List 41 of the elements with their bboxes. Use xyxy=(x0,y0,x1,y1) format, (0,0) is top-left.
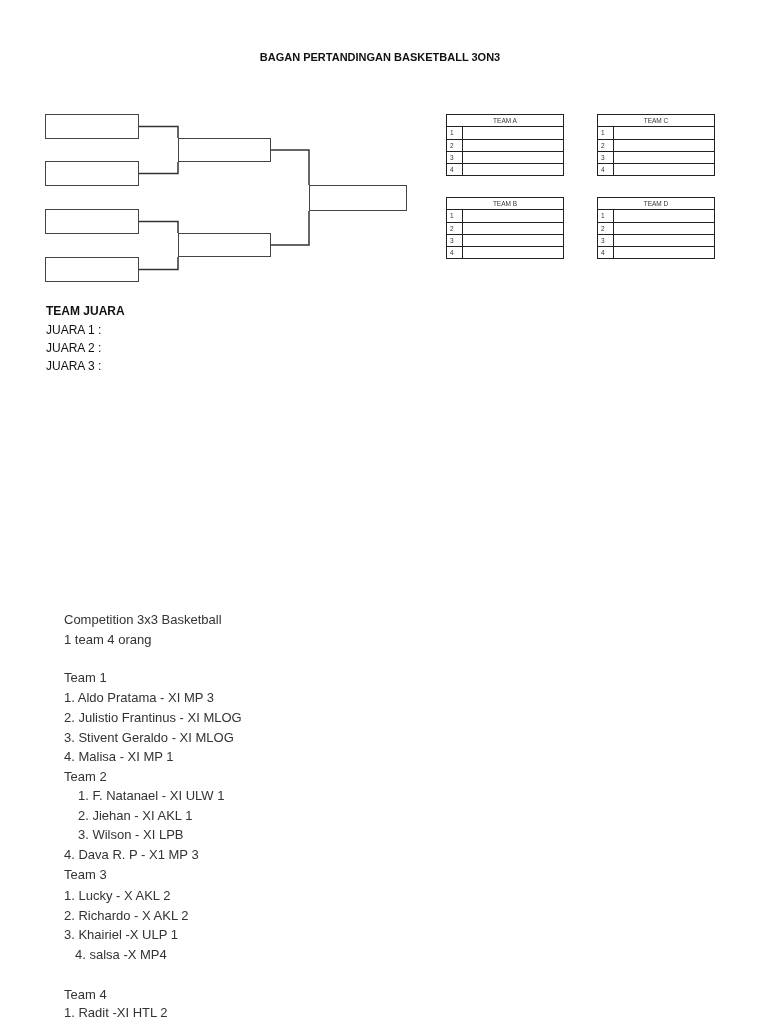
member-line: 4. Dava R. P - X1 MP 3 xyxy=(64,847,199,863)
bracket-line xyxy=(138,220,179,234)
bracket-line xyxy=(138,125,179,139)
team-table xyxy=(446,114,564,176)
bracket-line xyxy=(270,149,310,186)
member-line: 4. Malisa - XI MP 1 xyxy=(64,749,174,765)
note-text: 1 team 4 orang xyxy=(64,632,152,648)
bracket-line xyxy=(270,210,310,246)
section-heading: TEAM JUARA xyxy=(46,303,125,319)
member-line: 2. Julistio Frantinus - XI MLOG xyxy=(64,710,242,726)
team-table xyxy=(597,197,715,259)
winner-label: JUARA 2 : xyxy=(46,340,102,356)
member-line: 2. Jiehan - XI AKL 1 xyxy=(78,808,193,824)
bracket-slot xyxy=(178,233,271,257)
winner-label: JUARA 1 : xyxy=(46,322,102,338)
bracket-slot xyxy=(45,257,139,282)
team-heading: Team 2 xyxy=(64,769,107,785)
bracket-slot xyxy=(45,114,139,139)
team-heading: Team 1 xyxy=(64,670,107,686)
bracket-line xyxy=(138,256,179,271)
page-title: BAGAN PERTANDINGAN BASKETBALL 3ON3 xyxy=(259,50,501,64)
member-line: 3. Khairiel -X ULP 1 xyxy=(64,927,178,943)
bracket-slot xyxy=(45,161,139,186)
member-line: 4. salsa -X MP4 xyxy=(75,947,167,963)
member-line: 3. Wilson - XI LPB xyxy=(78,827,184,843)
team-table xyxy=(597,114,715,176)
bracket-slot xyxy=(45,209,139,234)
member-line: 3. Stivent Geraldo - XI MLOG xyxy=(64,730,234,746)
team-table xyxy=(446,197,564,259)
bracket-slot xyxy=(309,185,407,211)
team-heading: Team 3 xyxy=(64,867,107,883)
bracket-line xyxy=(138,161,179,175)
winner-label: JUARA 3 : xyxy=(46,358,102,374)
member-line: 1. Aldo Pratama - XI MP 3 xyxy=(64,690,215,706)
member-line: 1. F. Natanael - XI ULW 1 xyxy=(78,788,225,804)
member-line: 1. Radit -XI HTL 2 xyxy=(64,1005,168,1021)
list-heading: Competition 3x3 Basketball xyxy=(64,612,222,628)
member-line: 1. Lucky - X AKL 2 xyxy=(64,888,171,904)
member-line: 2. Richardo - X AKL 2 xyxy=(64,908,189,924)
team-heading: Team 4 xyxy=(64,987,107,1003)
bracket-slot xyxy=(178,138,271,162)
